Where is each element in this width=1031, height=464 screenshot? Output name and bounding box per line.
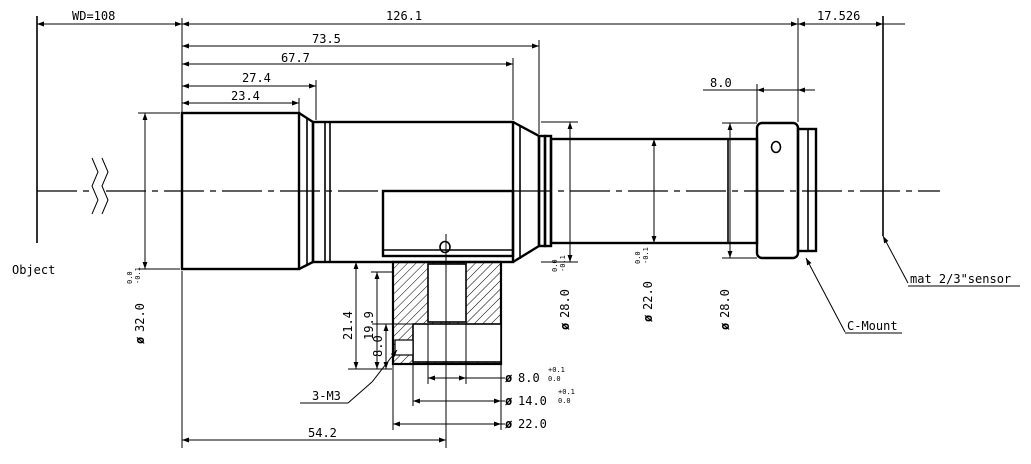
dia-symbol: ø xyxy=(505,371,513,385)
dia-symbol: ø xyxy=(505,394,513,408)
leader-lines xyxy=(300,235,1020,404)
label-8-0-top: 8.0 xyxy=(710,76,732,90)
label-total-length: 126.1 xyxy=(386,9,422,23)
label-sensor: mat 2/3"sensor xyxy=(910,272,1011,286)
dia-symbol: ø xyxy=(505,417,513,431)
tol-minus: -0.1 xyxy=(134,267,142,284)
label-dia-32: 32.0 xyxy=(133,303,147,332)
label-73-5: 73.5 xyxy=(312,32,341,46)
label-23-4: 23.4 xyxy=(231,89,260,103)
diameter-dimensions xyxy=(138,112,757,270)
tol-zero: 0.0 xyxy=(126,271,134,284)
label-dia-28-b: 28.0 xyxy=(718,289,732,318)
label-back-focus: 17.526 xyxy=(817,9,860,23)
label-wd: WD=108 xyxy=(72,9,115,23)
tol-minus: -0.1 xyxy=(559,255,567,272)
lens-body xyxy=(180,111,818,350)
label-dia-14: 14.0 xyxy=(518,394,547,408)
label-h-19-9: 19.9 xyxy=(362,311,376,340)
height-dimensions xyxy=(348,261,412,370)
label-dia-28-a: 28.0 xyxy=(558,289,572,318)
dimension-labels: WD=108 126.1 17.526 73.5 67.7 27.4 23.4 … xyxy=(12,9,1011,440)
top-dimensions xyxy=(37,18,905,134)
tol-zero: 0.0 xyxy=(548,375,561,383)
label-h-8-0: 8.0 xyxy=(371,335,385,357)
label-67-7: 67.7 xyxy=(281,51,310,65)
tol-zero: 0.0 xyxy=(558,397,571,405)
label-object: Object xyxy=(12,263,55,277)
tol-minus: -0.1 xyxy=(642,247,650,264)
label-dia-8: 8.0 xyxy=(518,371,540,385)
dia-symbol: ø xyxy=(718,322,732,330)
bore-dimensions xyxy=(181,234,505,448)
dia-symbol: ø xyxy=(558,322,572,330)
tol-plus: +0.1 xyxy=(548,366,565,374)
label-c-mount: C-Mount xyxy=(847,319,898,333)
tol-zero: 0.0 xyxy=(634,251,642,264)
label-dia-22-b: 22.0 xyxy=(518,417,547,431)
mount-block xyxy=(381,189,515,366)
tol-zero: 0.0 xyxy=(551,259,559,272)
label-54-2: 54.2 xyxy=(308,426,337,440)
tol-plus: +0.1 xyxy=(558,388,575,396)
label-27-4: 27.4 xyxy=(242,71,271,85)
optical-axis xyxy=(37,157,940,215)
label-dia-22-a: 22.0 xyxy=(641,281,655,310)
dia-symbol: ø xyxy=(641,314,655,322)
label-thread: 3-M3 xyxy=(312,389,341,403)
dia-symbol: ø xyxy=(133,336,147,344)
label-h-21-4: 21.4 xyxy=(341,311,355,340)
